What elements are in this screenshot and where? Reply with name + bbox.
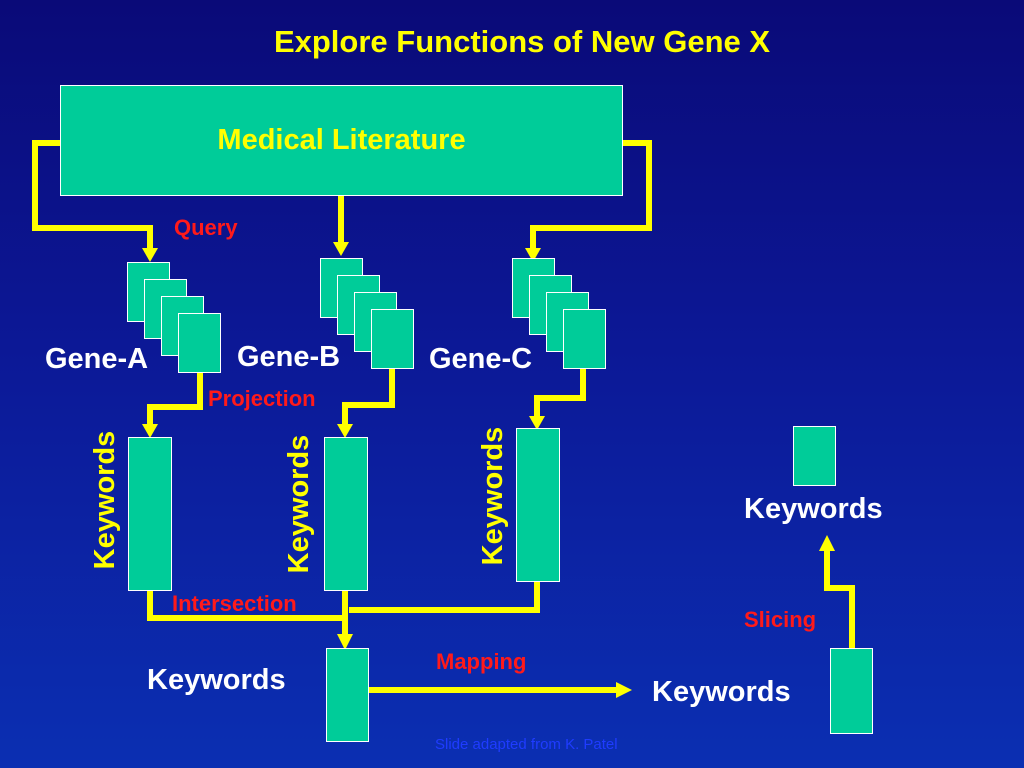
slide-credit: Slide adapted from K. Patel <box>435 736 618 753</box>
medical-literature-box: Medical Literature <box>60 85 623 196</box>
document-icon <box>178 313 221 373</box>
line-intersection-c <box>349 582 540 613</box>
mapped-keywords-label: Keywords <box>652 676 791 708</box>
slicing-label: Slicing <box>744 607 817 632</box>
keywords-box-b <box>324 437 368 591</box>
sliced-keywords-label: Keywords <box>744 493 883 525</box>
projection-label: Projection <box>208 386 316 411</box>
arrow-slicing <box>824 549 855 648</box>
query-label: Query <box>174 215 238 240</box>
keywords-vertical-label-b: Keywords <box>283 434 315 574</box>
sliced-keywords-box <box>793 426 836 486</box>
document-icon <box>563 309 606 369</box>
arrow-projection-a <box>147 372 203 426</box>
document-icon <box>371 309 414 369</box>
arrow-to-gene-c <box>530 140 652 252</box>
slide-title: Explore Functions of New Gene X <box>273 24 771 59</box>
intersection-keywords-label: Keywords <box>147 664 286 696</box>
keywords-box-a <box>128 437 172 591</box>
gene-a-label: Gene-A <box>45 343 149 375</box>
arrow-projection-b <box>342 368 395 426</box>
gene-c-label: Gene-C <box>429 343 533 375</box>
intersection-label: Intersection <box>172 591 297 616</box>
keywords-box-c <box>516 428 560 582</box>
arrow-projection-c <box>534 368 586 418</box>
mapping-label: Mapping <box>436 649 527 674</box>
line-intersection-a <box>147 590 345 621</box>
gene-b-label: Gene-B <box>237 341 341 373</box>
arrow-to-gene-a <box>32 140 153 252</box>
medical-literature-label: Medical Literature <box>217 124 466 156</box>
keywords-vertical-label-a: Keywords <box>89 430 121 570</box>
intersection-result-box <box>326 648 369 742</box>
keywords-vertical-label-c: Keywords <box>477 426 509 566</box>
mapped-keywords-box <box>830 648 873 734</box>
